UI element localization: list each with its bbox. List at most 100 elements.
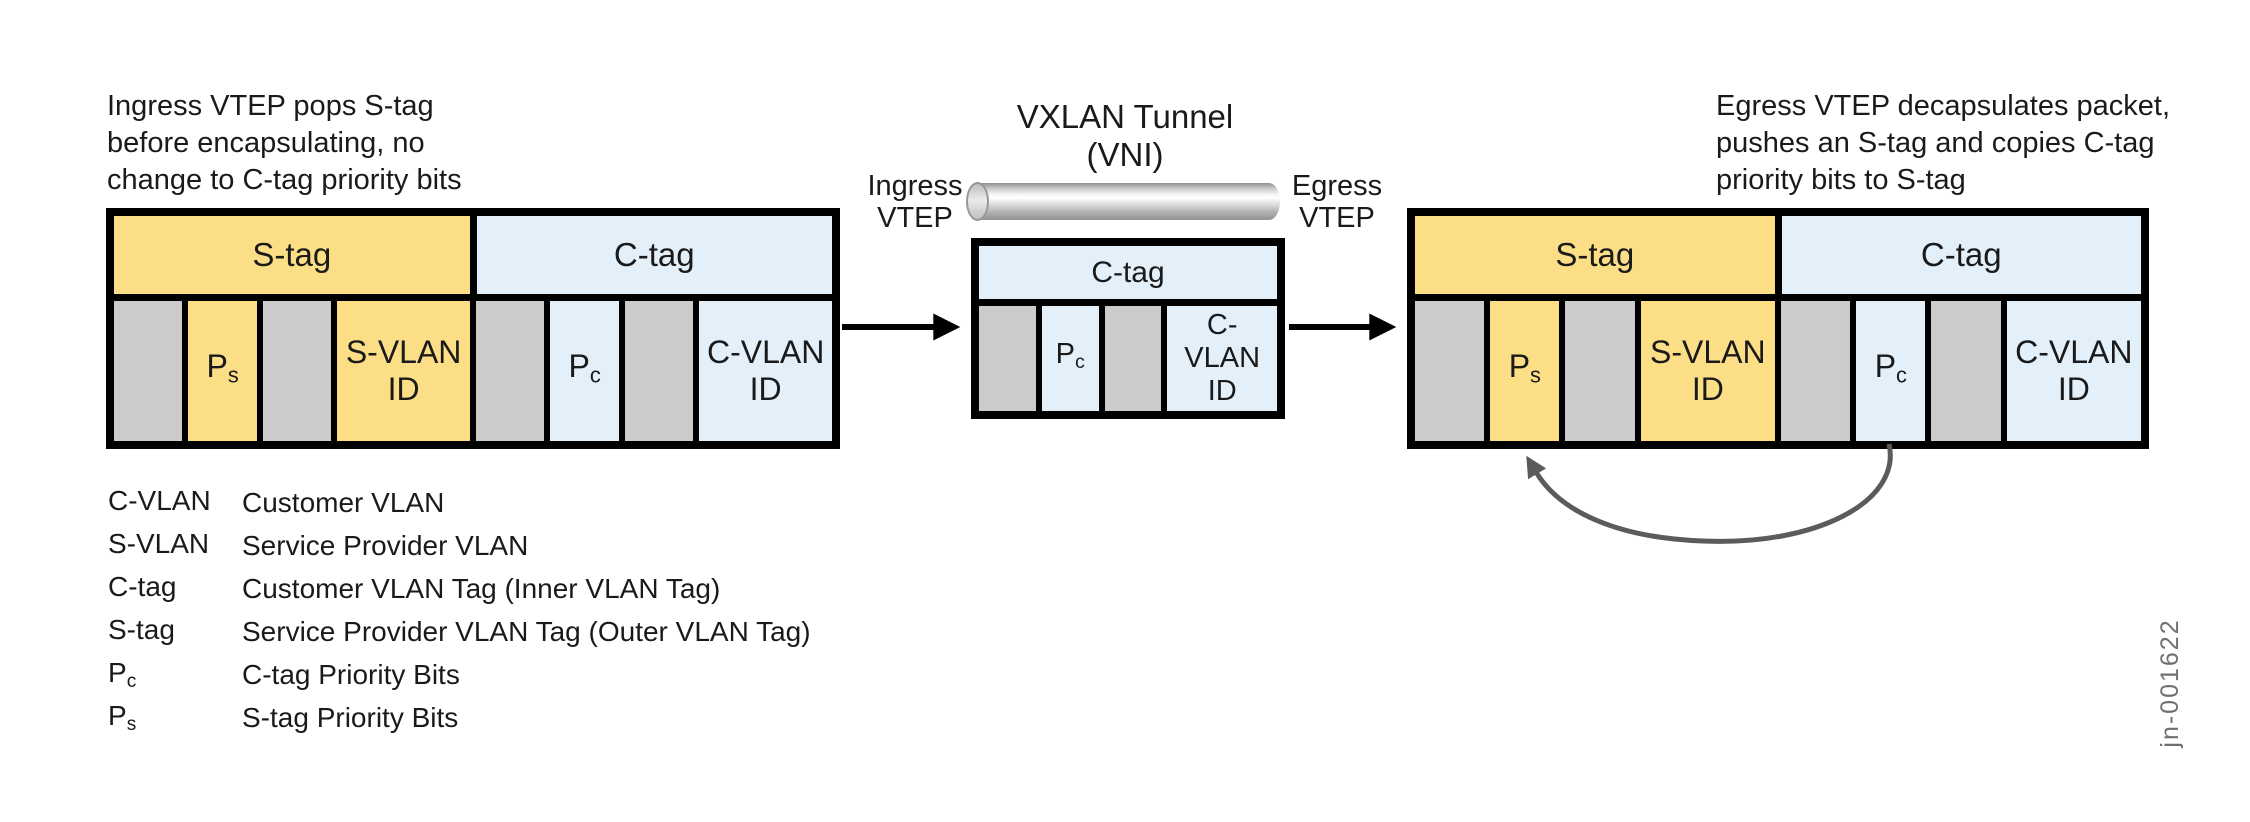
spacer-cell [1775, 301, 1851, 441]
egress-vtep-line2: VTEP [1299, 202, 1375, 234]
vxlan-tunnel-vni-line: (VNI) [1086, 136, 1164, 173]
pc-label: Pc [1875, 348, 1907, 393]
legend-definition: C-tag Priority Bits [242, 658, 460, 690]
s-tag-header-label: S-tag [252, 236, 332, 273]
legend: C-VLAN Customer VLAN S-VLAN Service Prov… [108, 481, 811, 739]
ingress-note: Ingress VTEP pops S-tag before encapsula… [107, 88, 462, 199]
s-vlan-id-cell: S-VLAN ID [1634, 301, 1776, 441]
ingress-note-line: before encapsulating, no [107, 127, 425, 159]
c-tag-header: C-tag [469, 216, 832, 294]
tunnel-packet-header: C-tag [979, 246, 1277, 306]
s-vlan-id-cell: S-VLAN ID [331, 301, 471, 441]
tunnel-packet-body: Pc C-VLAN ID [979, 306, 1277, 411]
pc-base: P [1874, 348, 1897, 385]
spacer-cell [1559, 301, 1635, 441]
c-vlan-id-cell: C-VLAN ID [1161, 306, 1277, 411]
s-tag-header: S-tag [114, 216, 470, 294]
pc-label: Pc [1056, 338, 1085, 379]
spacer-cell [618, 301, 694, 441]
legend-term-text: P [108, 699, 127, 731]
legend-term: C-VLAN [108, 485, 242, 521]
legend-row: C-VLAN Customer VLAN [108, 481, 811, 524]
ingress-note-line: Ingress VTEP pops S-tag [107, 90, 434, 122]
c-tag-header: C-tag [979, 246, 1277, 299]
egress-packet-body: Ps S-VLAN ID Pc C-VLAN ID [1415, 301, 2142, 441]
s-tag-header: S-tag [1415, 216, 1775, 294]
ps-label: Ps [1509, 348, 1541, 393]
pc-cell: Pc [544, 301, 619, 441]
s-vlan-id-label: S-VLAN ID [1650, 334, 1766, 407]
ps-base: P [1508, 348, 1531, 385]
c-vlan-id-label: C-VLAN ID [706, 334, 825, 407]
spacer-cell [256, 301, 332, 441]
tunnel-packet: C-tag Pc C-VLAN ID [971, 238, 1285, 419]
ingress-packet: S-tag C-tag Ps S-VLAN ID Pc C-VLAN ID [106, 208, 840, 449]
ingress-vtep-label: Ingress VTEP [835, 170, 995, 234]
legend-term: Pc [108, 657, 242, 693]
egress-packet-header: S-tag C-tag [1415, 216, 2141, 301]
pc-base: P [1055, 338, 1075, 371]
legend-term-sub: c [126, 670, 137, 692]
vxlan-tunnel-title-line: VXLAN Tunnel [1016, 98, 1234, 135]
legend-row: Ps S-tag Priority Bits [108, 696, 811, 739]
legend-term: S-tag [108, 614, 242, 650]
spacer-cell [470, 301, 545, 441]
legend-term: C-tag [108, 571, 242, 607]
ingress-packet-body: Ps S-VLAN ID Pc C-VLAN ID [114, 301, 833, 441]
egress-vtep-line1: Egress [1291, 170, 1383, 202]
c-vlan-id-label: C-VLAN ID [1184, 309, 1261, 407]
ps-sub: s [227, 362, 239, 388]
legend-term-text: C-VLAN [108, 484, 211, 516]
spacer-cell [1098, 306, 1162, 411]
egress-note-line: priority bits to S-tag [1716, 164, 1966, 196]
spacer-cell [1415, 301, 1485, 441]
c-vlan-id-cell: C-VLAN ID [2000, 301, 2142, 441]
legend-row: S-tag Service Provider VLAN Tag (Outer V… [108, 610, 811, 653]
vxlan-tunnel-title: VXLAN Tunnel (VNI) [900, 98, 1350, 174]
legend-term-text: S-VLAN [108, 527, 210, 559]
ps-base: P [206, 348, 228, 385]
legend-definition: Service Provider VLAN [242, 529, 529, 561]
egress-note-line: Egress VTEP decapsulates packet, [1716, 90, 2171, 122]
legend-row: S-VLAN Service Provider VLAN [108, 524, 811, 567]
ingress-vtep-line1: Ingress [867, 170, 963, 202]
c-tag-header-label: C-tag [1091, 255, 1165, 289]
ps-cell: Ps [182, 301, 257, 441]
legend-term-text: S-tag [108, 613, 175, 645]
legend-definition: Customer VLAN [242, 486, 445, 518]
legend-term-text: C-tag [108, 570, 177, 602]
c-tag-header-label: C-tag [613, 236, 695, 273]
legend-definition: S-tag Priority Bits [242, 701, 459, 733]
pc-sub: c [1074, 350, 1085, 373]
egress-note: Egress VTEP decapsulates packet, pushes … [1716, 88, 2170, 199]
cylinder-end-cap [966, 182, 989, 221]
egress-packet: S-tag C-tag Ps S-VLAN ID Pc C-VLAN ID [1407, 208, 2149, 449]
c-tag-header: C-tag [1774, 216, 2141, 294]
ps-cell: Ps [1484, 301, 1560, 441]
ps-label: Ps [207, 348, 239, 393]
c-vlan-id-label: C-VLAN ID [2015, 334, 2133, 407]
legend-term: S-VLAN [108, 528, 242, 564]
ingress-note-line: change to C-tag priority bits [107, 164, 462, 196]
spacer-cell [1925, 301, 2001, 441]
pc-label: Pc [569, 348, 601, 393]
c-vlan-id-cell: C-VLAN ID [693, 301, 833, 441]
legend-row: C-tag Customer VLAN Tag (Inner VLAN Tag) [108, 567, 811, 610]
c-tag-header-label: C-tag [1920, 236, 2002, 273]
ps-sub: s [1530, 362, 1541, 388]
pc-cell: Pc [1850, 301, 1926, 441]
pc-cell: Pc [1035, 306, 1099, 411]
egress-vtep-label: Egress VTEP [1257, 170, 1417, 234]
copy-priority-bits-arrow-icon [1526, 443, 1893, 544]
legend-term-text: P [108, 656, 127, 688]
pc-base: P [568, 348, 590, 385]
legend-definition: Customer VLAN Tag (Inner VLAN Tag) [242, 572, 721, 604]
s-tag-header-label: S-tag [1555, 236, 1635, 273]
ingress-vtep-line2: VTEP [877, 202, 953, 234]
legend-term-sub: s [126, 713, 137, 735]
ingress-packet-header: S-tag C-tag [114, 216, 832, 301]
figure-id: jn-001622 [2156, 618, 2184, 748]
spacer-cell [114, 301, 183, 441]
legend-term: Ps [108, 700, 242, 736]
